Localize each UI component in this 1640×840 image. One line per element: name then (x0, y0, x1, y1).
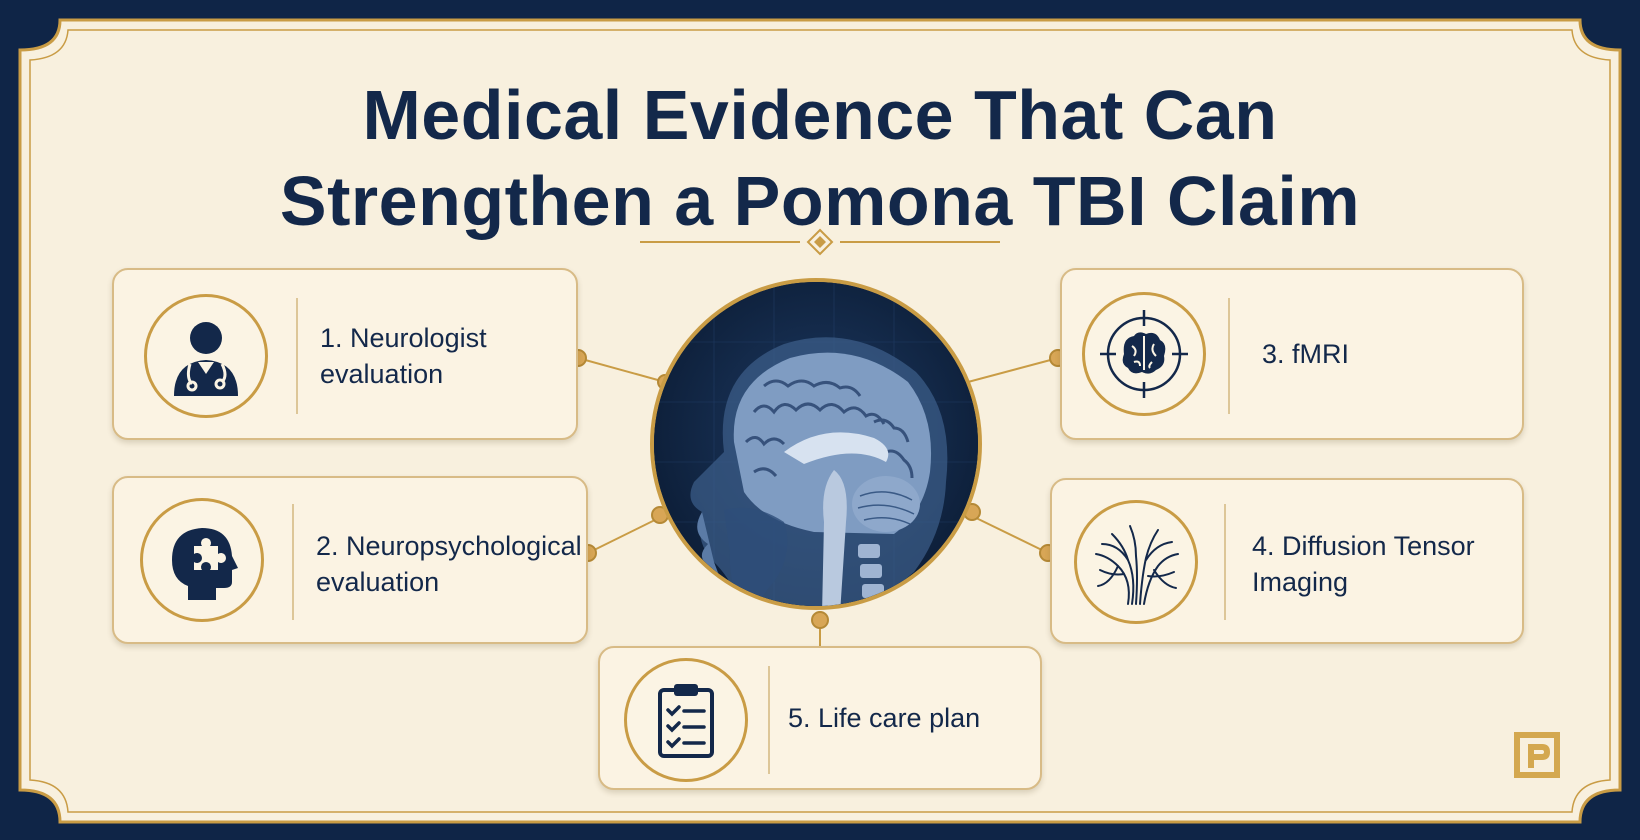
head-puzzle-icon (172, 528, 238, 600)
card-divider (1228, 298, 1230, 414)
neural-fibers-icon (1095, 525, 1179, 605)
page-title: Medical Evidence That Can Strengthen a P… (120, 72, 1520, 244)
p-logo-icon (1514, 732, 1560, 778)
card-divider (292, 504, 294, 620)
card-label: 1. Neurologist evaluation (320, 320, 487, 392)
doctor-icon (174, 322, 238, 396)
brain-mri-image (650, 278, 982, 610)
title-ornament (640, 228, 1000, 256)
label-line-1: 1. Neurologist (320, 323, 487, 353)
label-line-1: 4. Diffusion Tensor (1252, 531, 1475, 561)
label-line-1: 3. fMRI (1262, 339, 1350, 369)
clipboard-icon-ring (624, 658, 748, 782)
neural-fibers-icon-ring (1074, 500, 1198, 624)
title-line-1: Medical Evidence That Can (362, 76, 1278, 154)
card-diffusion-tensor: 4. Diffusion Tensor Imaging (1050, 478, 1524, 644)
label-line-2: evaluation (316, 567, 440, 597)
card-divider (768, 666, 770, 774)
card-divider (1224, 504, 1226, 620)
label-line-2: evaluation (320, 359, 444, 389)
brain-target-icon-ring (1082, 292, 1206, 416)
clipboard-checklist-icon (658, 684, 714, 758)
doctor-icon-ring (144, 294, 268, 418)
card-label: 2. Neuropsychological evaluation (316, 528, 582, 600)
card-fmri: 3. fMRI (1060, 268, 1524, 440)
card-label: 5. Life care plan (788, 700, 980, 736)
label-line-2: Imaging (1252, 567, 1349, 597)
card-life-care-plan: 5. Life care plan (598, 646, 1042, 790)
card-neuropsychological: 2. Neuropsychological evaluation (112, 476, 588, 644)
head-puzzle-icon-ring (140, 498, 264, 622)
brain-target-icon (1100, 310, 1188, 398)
card-neurologist: 1. Neurologist evaluation (112, 268, 578, 440)
card-divider (296, 298, 298, 414)
card-label: 3. fMRI (1262, 336, 1349, 372)
title-line-2: Strengthen a Pomona TBI Claim (279, 162, 1361, 240)
label-line-1: 2. Neuropsychological (316, 531, 582, 561)
card-label: 4. Diffusion Tensor Imaging (1252, 528, 1475, 600)
label-line-1: 5. Life care plan (788, 703, 981, 733)
brain-mri-icon (654, 282, 978, 606)
